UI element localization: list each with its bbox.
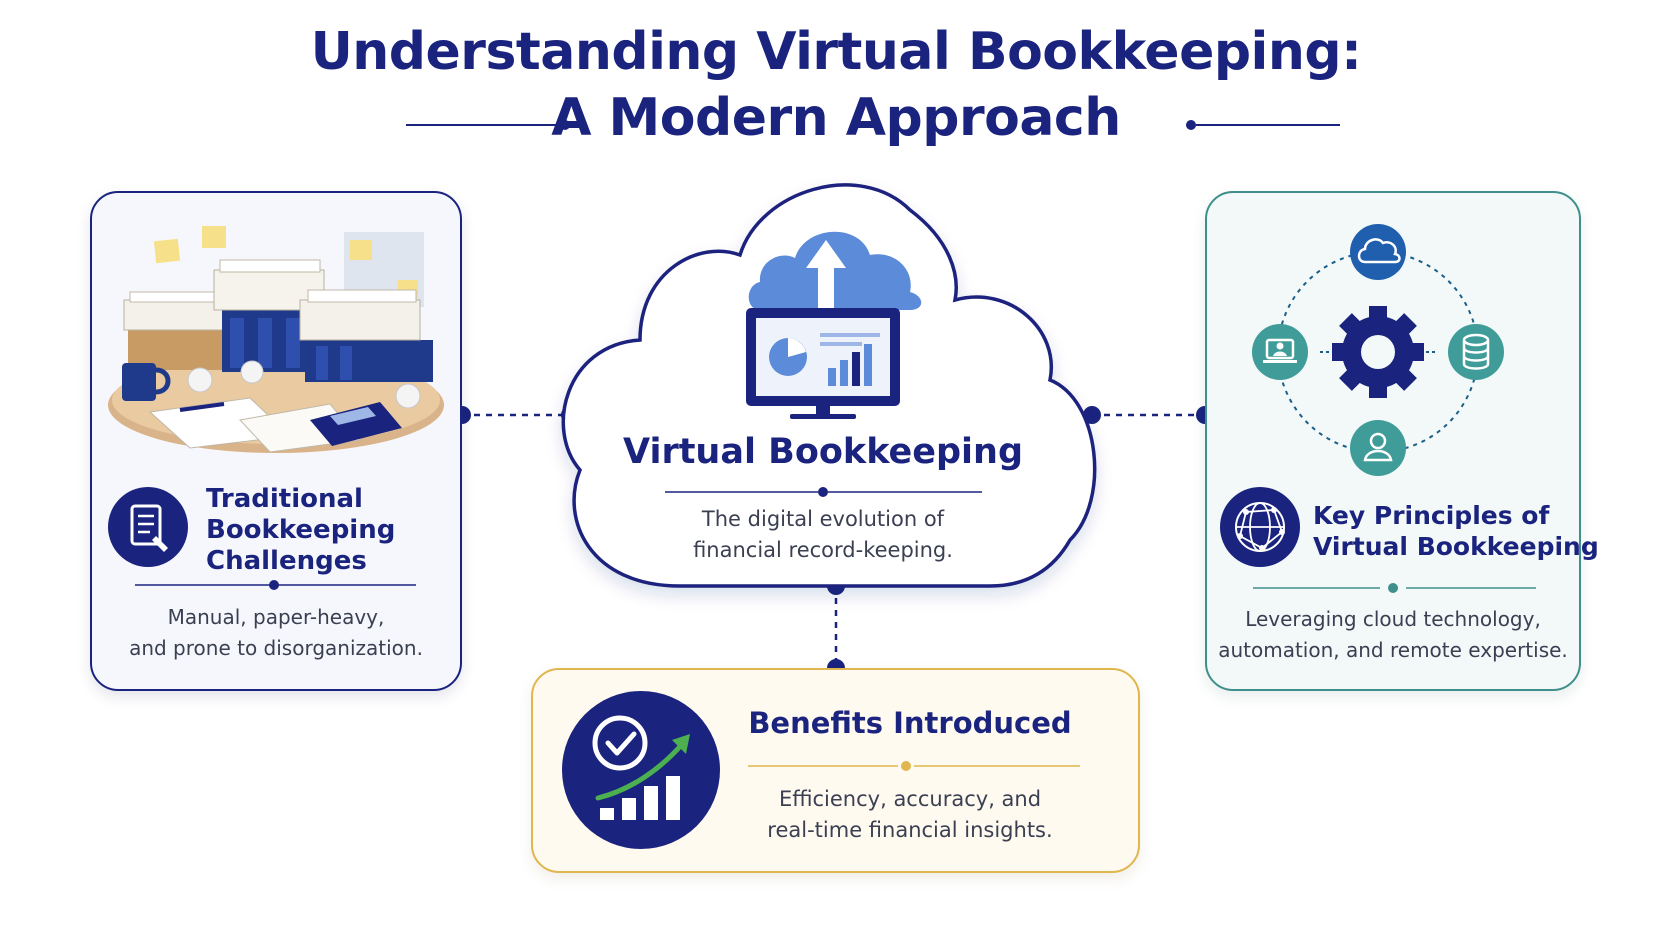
right-card-heading: Key Principles of Virtual Bookkeeping xyxy=(1313,500,1599,562)
left-card-heading-line2: Bookkeeping xyxy=(206,515,396,545)
center-heading: Virtual Bookkeeping xyxy=(622,432,1024,472)
center-description: The digital evolution of financial recor… xyxy=(570,504,1076,566)
left-card-description-line1: Manual, paper-heavy, xyxy=(167,605,385,629)
bottom-card-description: Efficiency, accuracy, and real-time fina… xyxy=(730,784,1090,846)
left-card-heading-line1: Traditional xyxy=(206,484,363,514)
right-card-heading-line1: Key Principles of xyxy=(1313,501,1550,530)
bottom-card-heading: Benefits Introduced xyxy=(748,706,1072,740)
bottom-card-description-line2: real-time financial insights. xyxy=(767,818,1053,842)
right-card-description-line2: automation, and remote expertise. xyxy=(1218,638,1568,662)
left-card-heading-line3: Challenges xyxy=(206,546,367,576)
right-card-heading-line2: Virtual Bookkeeping xyxy=(1313,532,1599,561)
left-card-description: Manual, paper-heavy, and prone to disorg… xyxy=(100,602,452,664)
right-card-description: Leveraging cloud technology, automation,… xyxy=(1210,604,1576,666)
center-description-line1: The digital evolution of xyxy=(701,507,945,531)
center-description-line2: financial record-keeping. xyxy=(693,538,953,562)
left-card-description-line2: and prone to disorganization. xyxy=(129,636,423,660)
right-card-description-line1: Leveraging cloud technology, xyxy=(1245,607,1541,631)
left-card-heading: Traditional Bookkeeping Challenges xyxy=(206,484,395,577)
bottom-card-description-line1: Efficiency, accuracy, and xyxy=(778,787,1042,811)
page-title-line2: A Modern Approach xyxy=(551,88,1121,148)
page-title-line1: Understanding Virtual Bookkeeping: xyxy=(310,22,1362,82)
